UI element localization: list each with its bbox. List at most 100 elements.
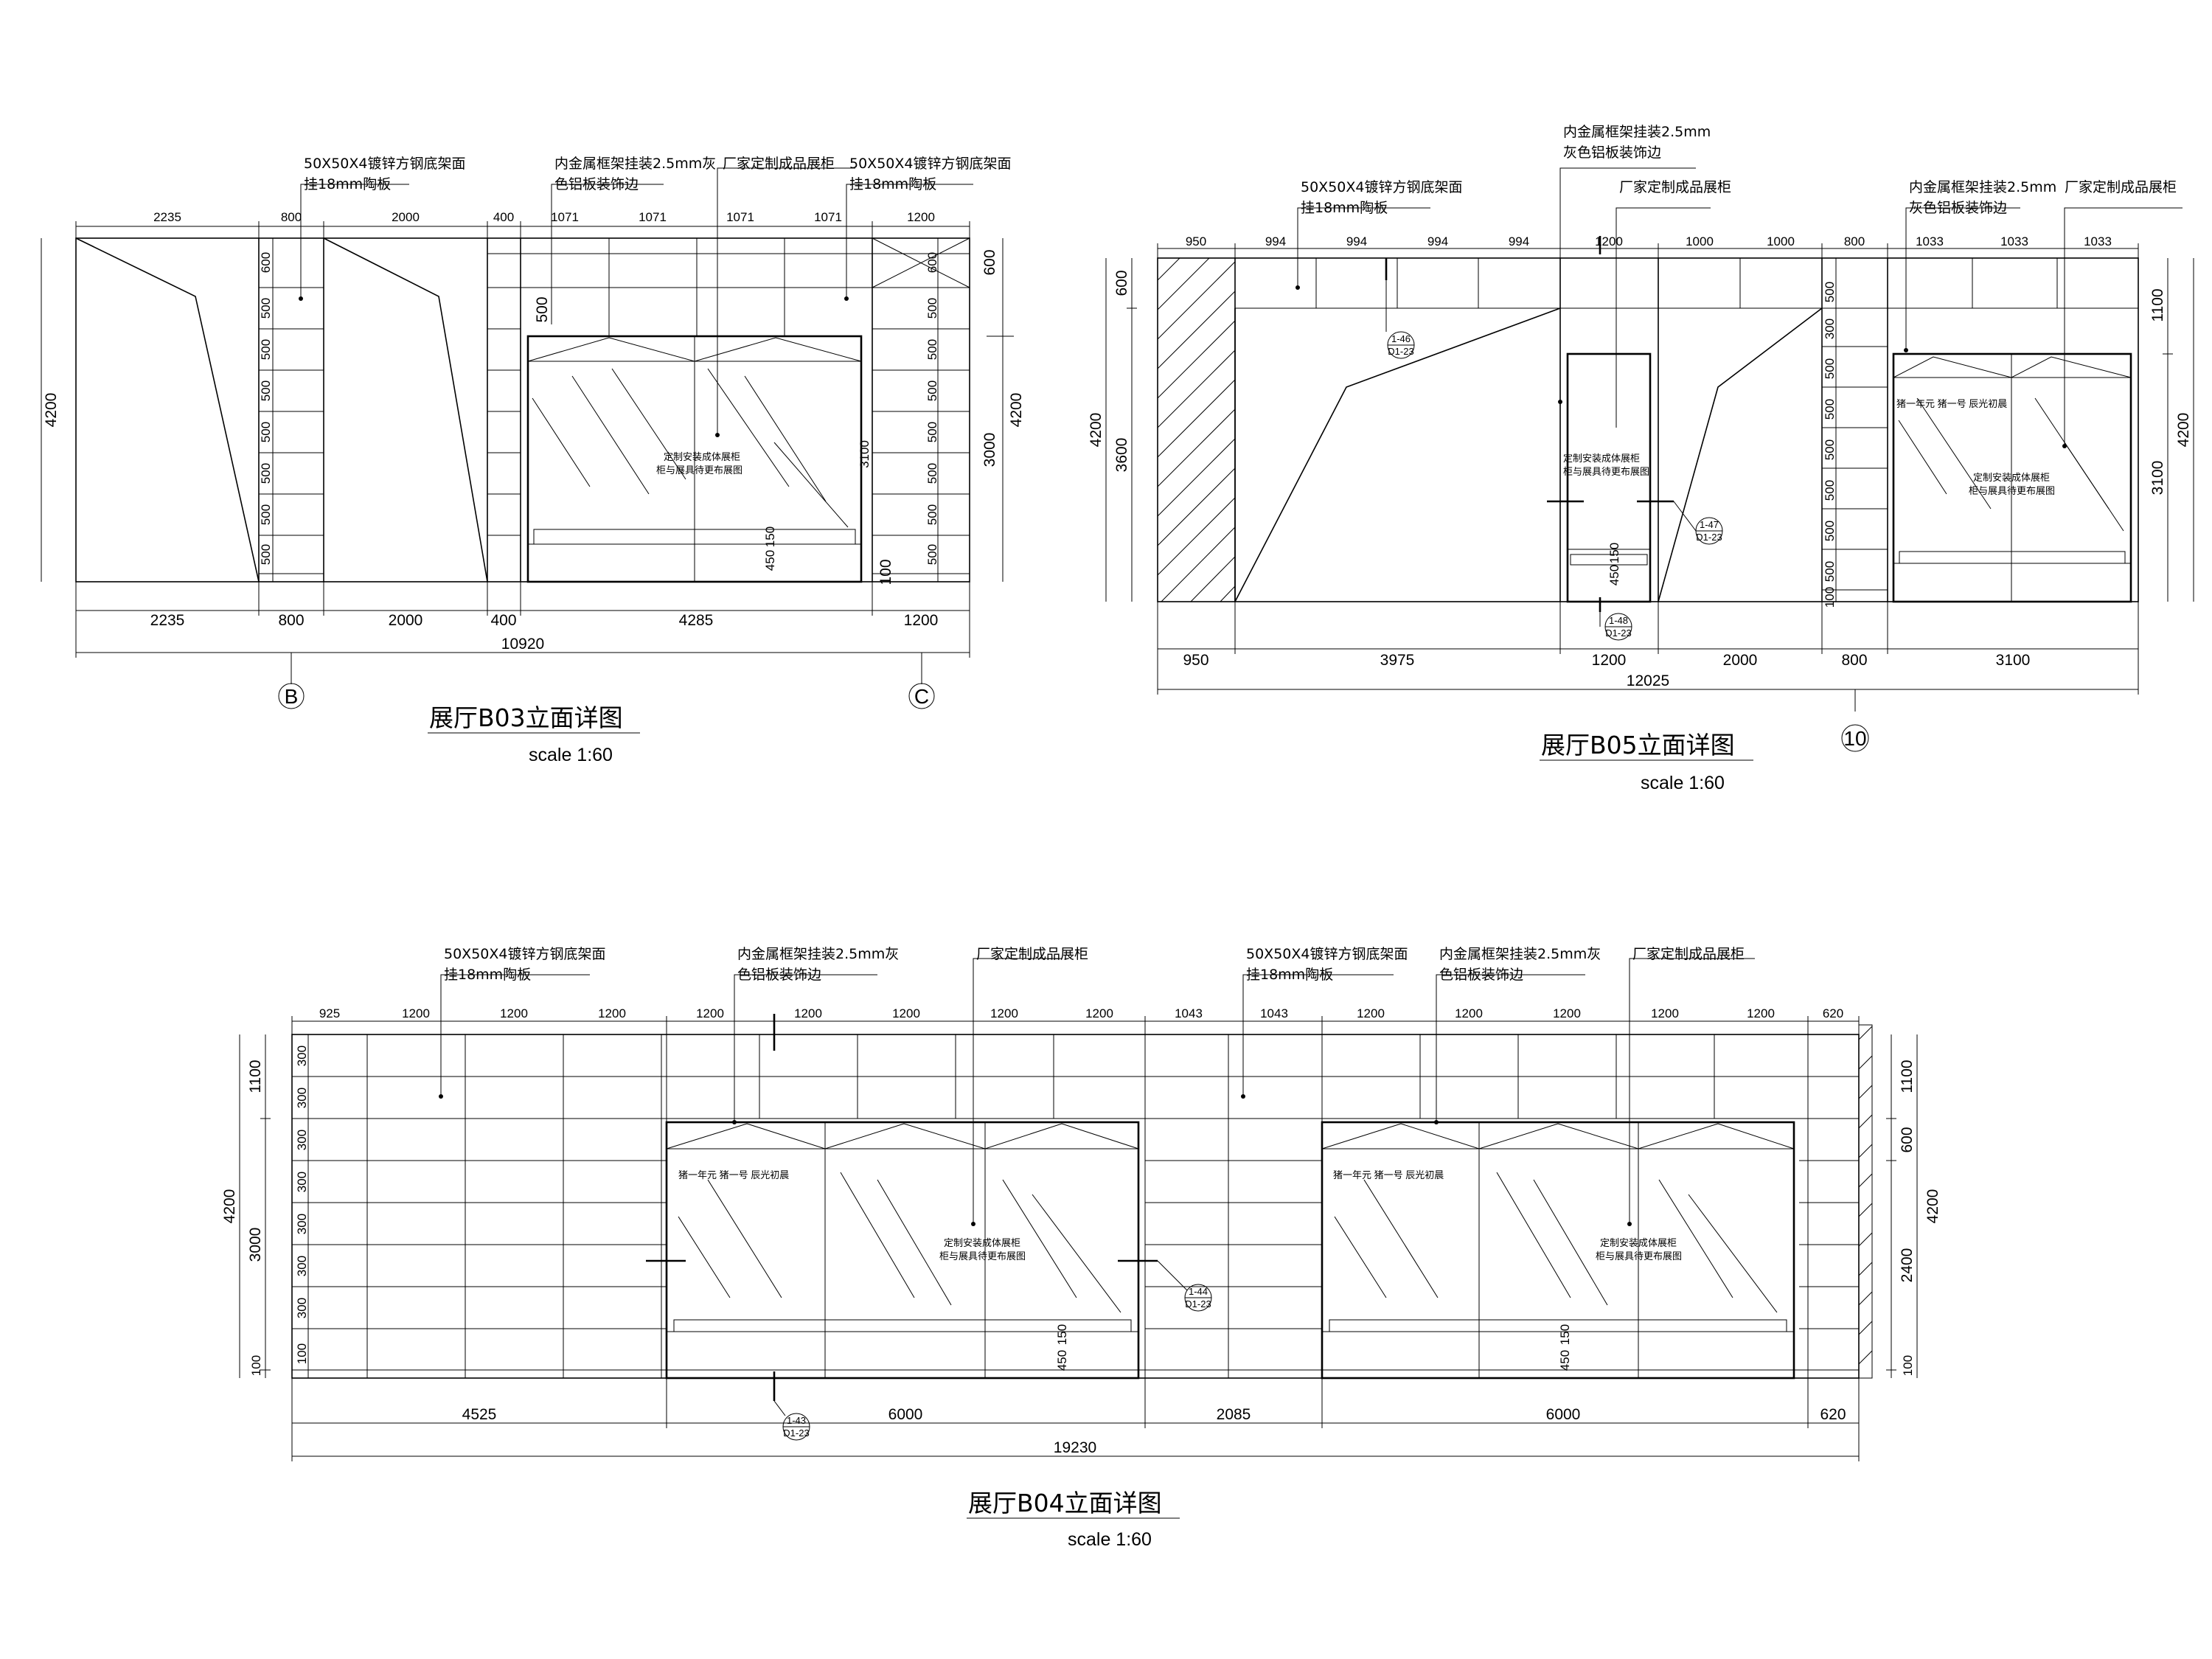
svg-text:1-46: 1-46 xyxy=(1391,333,1411,344)
b05-top-dim: 1000 xyxy=(1686,234,1714,248)
b05-note: 厂家定制成品展柜 xyxy=(2065,179,2177,195)
b03-note: 50X50X4镀锌方钢底架面 xyxy=(849,156,1011,172)
svg-text:500: 500 xyxy=(1823,521,1837,541)
b04-top-dim: 1200 xyxy=(1455,1006,1483,1020)
b04-left-height: 4200 xyxy=(221,1189,238,1224)
b04-note: 内金属框架挂装2.5mm灰 xyxy=(737,946,899,962)
b04-top-dim: 1200 xyxy=(794,1006,822,1020)
b03-top-dim: 1071 xyxy=(639,210,667,224)
svg-text:500: 500 xyxy=(259,463,273,484)
b03-right-height: 4200 xyxy=(1008,393,1025,428)
b04-top-dim: 1200 xyxy=(1651,1006,1679,1020)
b03-bottom-dim: 2000 xyxy=(389,612,423,629)
b05-bottom-dim: 800 xyxy=(1841,652,1867,669)
b04-note: 厂家定制成品展柜 xyxy=(976,946,1088,962)
b03-total-dim: 10920 xyxy=(501,636,544,653)
b03-right-dim: 3000 xyxy=(981,433,998,467)
b03-top-dim: 2235 xyxy=(153,210,181,224)
svg-text:500: 500 xyxy=(259,339,273,360)
b05-top-dim: 1200 xyxy=(1595,234,1623,248)
svg-text:100: 100 xyxy=(1823,587,1837,608)
b05-right-dim: 3100 xyxy=(2149,461,2166,495)
b04-column-dims: 300 300 300 300 300 300 300 100 450 150 … xyxy=(295,1046,1572,1371)
svg-text:100: 100 xyxy=(877,559,894,585)
b03-top-dim: 1200 xyxy=(907,210,935,224)
b05-top-dim: 994 xyxy=(1346,234,1367,248)
b05-column-dims: 500 300 500 500 500 500 500 500 100 450 … xyxy=(1607,282,1837,608)
b05-bottom-dim: 3100 xyxy=(1996,652,2031,669)
b03-note: 色铝板装饰边 xyxy=(554,176,639,192)
b05-bottom-dim: 950 xyxy=(1183,652,1208,669)
grid-label: 10 xyxy=(1843,727,1866,750)
b05-outline xyxy=(1157,257,2139,602)
b05-top-dim: 1000 xyxy=(1767,234,1795,248)
svg-text:500: 500 xyxy=(925,504,939,525)
svg-text:D1-23: D1-23 xyxy=(1605,627,1631,639)
b03-top-dim: 1071 xyxy=(726,210,754,224)
b04-top-dim: 1200 xyxy=(598,1006,626,1020)
elevation-b03: 2235 800 2000 400 1071 1071 1071 1071 12… xyxy=(41,156,1025,765)
svg-text:500: 500 xyxy=(259,298,273,319)
b05-section-tag: 1-48 D1-23 xyxy=(1604,613,1632,641)
b05-cabinet-note: 柜与展具待更布展图 xyxy=(1563,466,1649,477)
b03-bottom-dim: 2235 xyxy=(150,612,185,629)
b03-cabinet-note: 柜与展具待更布展图 xyxy=(656,465,742,476)
b03-outline xyxy=(75,237,970,582)
svg-text:450: 450 xyxy=(1558,1350,1572,1371)
svg-text:D1-23: D1-23 xyxy=(1696,532,1722,543)
b05-note: 厂家定制成品展柜 xyxy=(1619,179,1731,195)
b05-scale: scale 1:60 xyxy=(1641,773,1725,793)
b04-top-dim: 1200 xyxy=(990,1006,1018,1020)
svg-text:500: 500 xyxy=(925,380,939,401)
b05-cabinet-note: 定制安装成体展柜 xyxy=(1563,453,1640,464)
svg-text:150: 150 xyxy=(1055,1324,1069,1345)
b04-right-dim: 1100 xyxy=(1899,1060,1916,1093)
b04-note: 内金属框架挂装2.5mm灰 xyxy=(1439,946,1601,962)
b04-bottom-dim: 2085 xyxy=(1217,1406,1251,1423)
b04-title: 展厅B04立面详图 xyxy=(968,1489,1162,1517)
b03-note: 50X50X4镀锌方钢底架面 xyxy=(304,156,465,172)
svg-text:300: 300 xyxy=(295,1130,309,1150)
b04-bottom-dim: 6000 xyxy=(1546,1406,1581,1423)
b05-note: 内金属框架挂装2.5mm xyxy=(1909,179,2056,195)
svg-text:500: 500 xyxy=(1823,399,1837,420)
b04-note: 厂家定制成品展柜 xyxy=(1632,946,1745,962)
b05-top-dim: 800 xyxy=(1844,234,1865,248)
svg-text:500: 500 xyxy=(925,298,939,319)
b04-cabinet-note: 柜与展具待更布展图 xyxy=(939,1251,1026,1262)
b03-column-dims: 600 500 500 500 500 500 500 500 600 500 … xyxy=(259,252,939,585)
b03-bottom-dim: 1200 xyxy=(904,612,939,629)
svg-text:150: 150 xyxy=(763,526,777,547)
b04-top-dim: 925 xyxy=(319,1006,340,1020)
b04-cabinet-note: 柜与展具待更布展图 xyxy=(1596,1251,1682,1262)
b05-total-dim: 12025 xyxy=(1627,672,1669,689)
b04-scale: scale 1:60 xyxy=(1068,1529,1152,1550)
b04-left-dim: 100 xyxy=(249,1355,263,1376)
b05-left-dim: 3600 xyxy=(1113,438,1130,473)
svg-text:3100: 3100 xyxy=(858,440,872,468)
b05-top-dim: 1033 xyxy=(2084,234,2112,248)
b03-top-dim: 1071 xyxy=(551,210,579,224)
b05-bottom-dim: 2000 xyxy=(1723,652,1758,669)
svg-text:500: 500 xyxy=(259,422,273,442)
b04-outline xyxy=(291,1034,1860,1379)
b05-note: 灰色铝板装饰边 xyxy=(1909,200,2007,216)
b03-top-dim: 1071 xyxy=(814,210,842,224)
svg-text:300: 300 xyxy=(295,1172,309,1192)
svg-text:300: 300 xyxy=(295,1298,309,1318)
b04-left-dim: 3000 xyxy=(247,1228,264,1262)
svg-text:500: 500 xyxy=(1823,282,1837,302)
b04-section-tag: 1-44 D1-23 xyxy=(1184,1284,1212,1312)
b05-right-dim: 1100 xyxy=(2149,288,2166,321)
grid-marker-c xyxy=(908,683,935,709)
b04-top-dim: 1043 xyxy=(1260,1006,1288,1020)
b04-note: 50X50X4镀锌方钢底架面 xyxy=(1246,946,1408,962)
svg-text:150: 150 xyxy=(1558,1324,1572,1345)
b05-right-height: 4200 xyxy=(2175,413,2192,448)
b04-note: 色铝板装饰边 xyxy=(737,967,821,983)
svg-text:D1-23: D1-23 xyxy=(1388,346,1413,357)
b04-right-height: 4200 xyxy=(1924,1189,1941,1224)
b05-bottom-dim: 3975 xyxy=(1380,652,1415,669)
svg-text:300: 300 xyxy=(295,1088,309,1108)
b05-section-tag: 1-46 D1-23 xyxy=(1387,331,1415,359)
